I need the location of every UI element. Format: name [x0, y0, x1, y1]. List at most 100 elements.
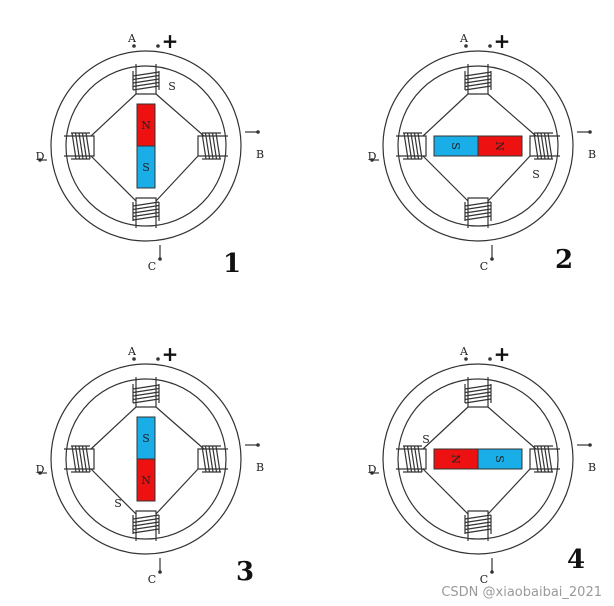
terminal-label-plus: + [162, 29, 179, 53]
terminal-dot [370, 471, 374, 475]
terminal-dot [370, 158, 374, 162]
winding-turn [533, 132, 539, 160]
terminal-label-b: B [256, 461, 264, 474]
winding-turn [132, 81, 160, 88]
pole-a [132, 377, 160, 408]
rotor-label-left: N [449, 454, 462, 464]
winding-turn [464, 517, 492, 524]
winding-turn [547, 132, 553, 160]
terminal-dot [588, 443, 592, 447]
stator-outer-ring [382, 50, 574, 242]
pole-a [464, 377, 492, 408]
watermark: CSDN @xiaobaibai_2021 [441, 585, 602, 600]
winding-turn [132, 521, 160, 527]
winding-turn [403, 445, 409, 473]
winding-turn [81, 445, 88, 473]
terminal-dot [488, 357, 492, 361]
pole-d [64, 445, 95, 473]
rotor-half-bottom [136, 145, 156, 189]
terminal-label-plus: + [162, 342, 179, 366]
winding-turn [85, 445, 91, 473]
winding-turn [543, 445, 550, 473]
winding-turn [464, 201, 492, 207]
winding-turn [417, 445, 423, 473]
winding-turn [406, 132, 413, 160]
rotor-half-bottom [136, 458, 156, 502]
terminal-label-d: D [368, 463, 377, 476]
winding-turn [464, 74, 492, 81]
winding-turn [417, 132, 423, 160]
winding-connections [90, 406, 205, 515]
winding-turn [208, 445, 214, 473]
winding-turn [132, 85, 160, 91]
winding-turn [464, 204, 492, 211]
terminal-dot [256, 130, 260, 134]
winding-turn [71, 445, 77, 473]
winding-turn [204, 132, 211, 160]
stator-inner-ring [397, 65, 559, 227]
stator-inner-ring [397, 378, 559, 540]
winding-turn [132, 398, 160, 404]
winding-turn [464, 208, 492, 214]
terminal-label-c: C [148, 260, 156, 273]
winding-turn [132, 208, 160, 214]
terminal-label-plus: + [494, 342, 511, 366]
stator-inner-ring [65, 65, 227, 227]
winding-turn [132, 517, 160, 524]
winding-turn [85, 132, 91, 160]
winding-turn [464, 211, 492, 218]
terminal-dot [158, 257, 162, 261]
terminal-label-a: A [459, 32, 469, 45]
pole-d [64, 132, 95, 160]
winding-turn [132, 391, 160, 397]
winding-turn [547, 445, 553, 473]
winding-turn [464, 81, 492, 88]
winding-turn [543, 132, 550, 160]
winding-turn [464, 514, 492, 520]
winding-turn [208, 132, 214, 160]
rotor-label-bottom: S [142, 161, 150, 174]
winding-connections [90, 93, 205, 202]
winding-turn [215, 132, 221, 160]
terminal-dot [132, 44, 136, 48]
terminal-dot [158, 570, 162, 574]
terminal-label-a: A [127, 345, 137, 358]
pole-b [197, 445, 228, 473]
terminal-dot [464, 44, 468, 48]
winding-turn [464, 387, 492, 394]
terminal-dot [132, 357, 136, 361]
winding-turn [132, 215, 160, 221]
winding-turn [540, 132, 546, 160]
terminal-label-b: B [588, 148, 596, 161]
panel-number: 3 [236, 557, 254, 587]
winding-turn [464, 521, 492, 527]
winding-turn [211, 445, 218, 473]
rotor-half-right [477, 135, 523, 157]
rotor-label-right: N [493, 141, 506, 151]
rotor-label-bottom: N [141, 474, 151, 487]
winding-turn [132, 514, 160, 520]
winding-turn [132, 384, 160, 390]
winding-turn [132, 78, 160, 84]
terminal-dot [488, 44, 492, 48]
terminal-label-a: A [127, 32, 137, 45]
rotor-half-right [477, 448, 523, 470]
winding-turn [132, 524, 160, 531]
terminal-dot [156, 44, 160, 48]
winding-turn [464, 528, 492, 534]
pole-c [132, 197, 160, 228]
winding-turn [413, 445, 420, 473]
winding-turn [464, 78, 492, 84]
stator-outer-ring [382, 363, 574, 555]
stator-s-label: S [532, 168, 540, 181]
winding-turn [536, 445, 543, 473]
winding-turn [413, 132, 420, 160]
winding-turn [211, 132, 218, 160]
winding-turn [132, 201, 160, 207]
winding-turn [464, 384, 492, 390]
pole-b [197, 132, 228, 160]
